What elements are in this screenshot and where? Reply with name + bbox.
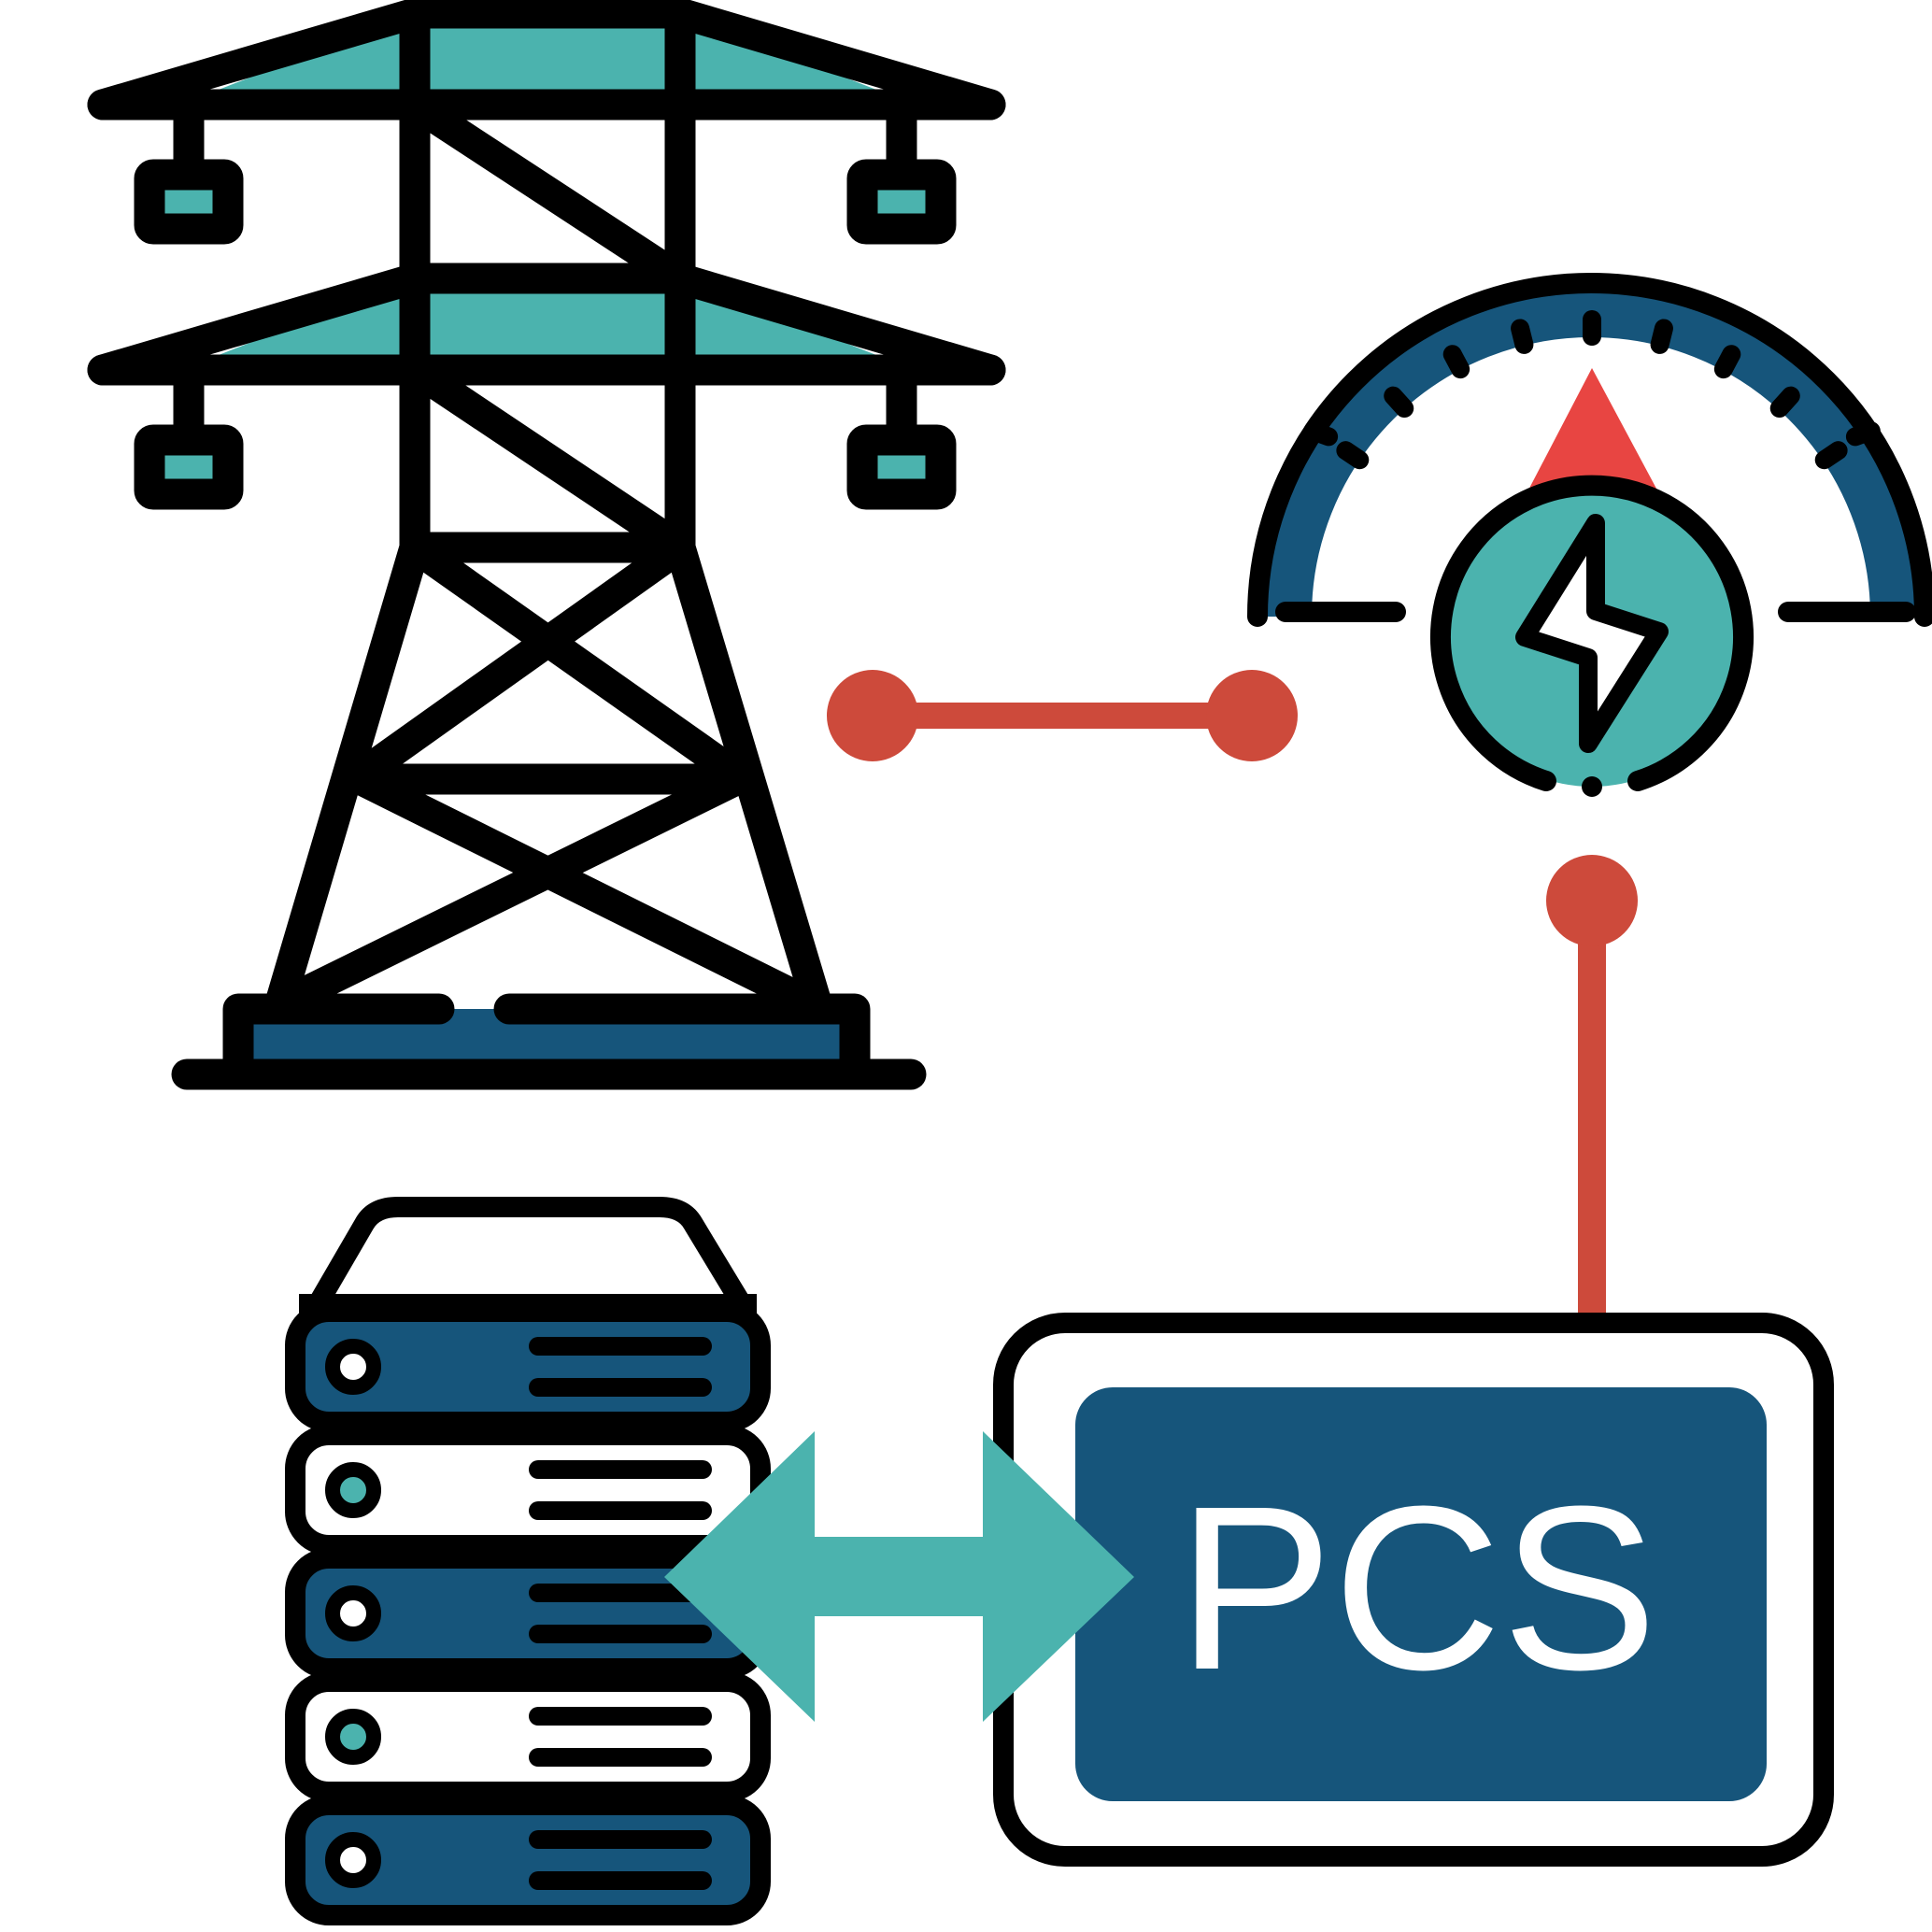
rack-unit: [285, 1795, 771, 1925]
pcs-panel: [1075, 1387, 1767, 1801]
connector-node-left: [827, 670, 918, 761]
gauge-tick: [1650, 319, 1673, 354]
gauge-tick: [1769, 386, 1800, 419]
rack-unit: [285, 1548, 771, 1679]
rack-unit: [285, 1301, 771, 1432]
rack-units: [285, 1301, 771, 1925]
connector-node-top: [1546, 855, 1638, 946]
status-light-icon: [325, 1462, 381, 1518]
transmission-tower-icon: [87, 0, 1006, 1090]
status-light-icon: [325, 1832, 381, 1888]
tower-outline: [87, 0, 1006, 1090]
meter-pcs-connector: [1546, 855, 1638, 1314]
status-light-icon: [325, 1339, 381, 1395]
lightning-bolt-icon: [1515, 514, 1669, 753]
gauge-tick: [1336, 441, 1370, 470]
battery-rack-server-icon: [285, 1197, 771, 1925]
power-meter-gauge-icon: [1247, 273, 1932, 797]
gauge-tick: [1814, 441, 1848, 470]
gauge-needle: [1523, 368, 1663, 501]
connector-node-right: [1206, 670, 1298, 761]
tower-meter-connector: [827, 670, 1298, 761]
rack-unit: [285, 1425, 771, 1556]
bidirectional-arrow-icon: [664, 1431, 1134, 1722]
rack-unit: [285, 1671, 771, 1802]
gauge-ticks: [1303, 310, 1881, 470]
pcs-label: PCS: [1177, 1457, 1657, 1718]
gauge-tick: [1384, 386, 1414, 419]
tower-fills: [149, 13, 941, 494]
pcs-unit-icon: PCS: [993, 1313, 1834, 1867]
status-light-icon: [325, 1709, 381, 1765]
status-light-icon: [325, 1585, 381, 1641]
gauge-tick: [1713, 345, 1741, 379]
gauge-tick: [1845, 421, 1881, 447]
gauge-tick: [1511, 319, 1534, 354]
gauge-tick: [1303, 421, 1339, 447]
gauge-tick: [1442, 345, 1470, 379]
